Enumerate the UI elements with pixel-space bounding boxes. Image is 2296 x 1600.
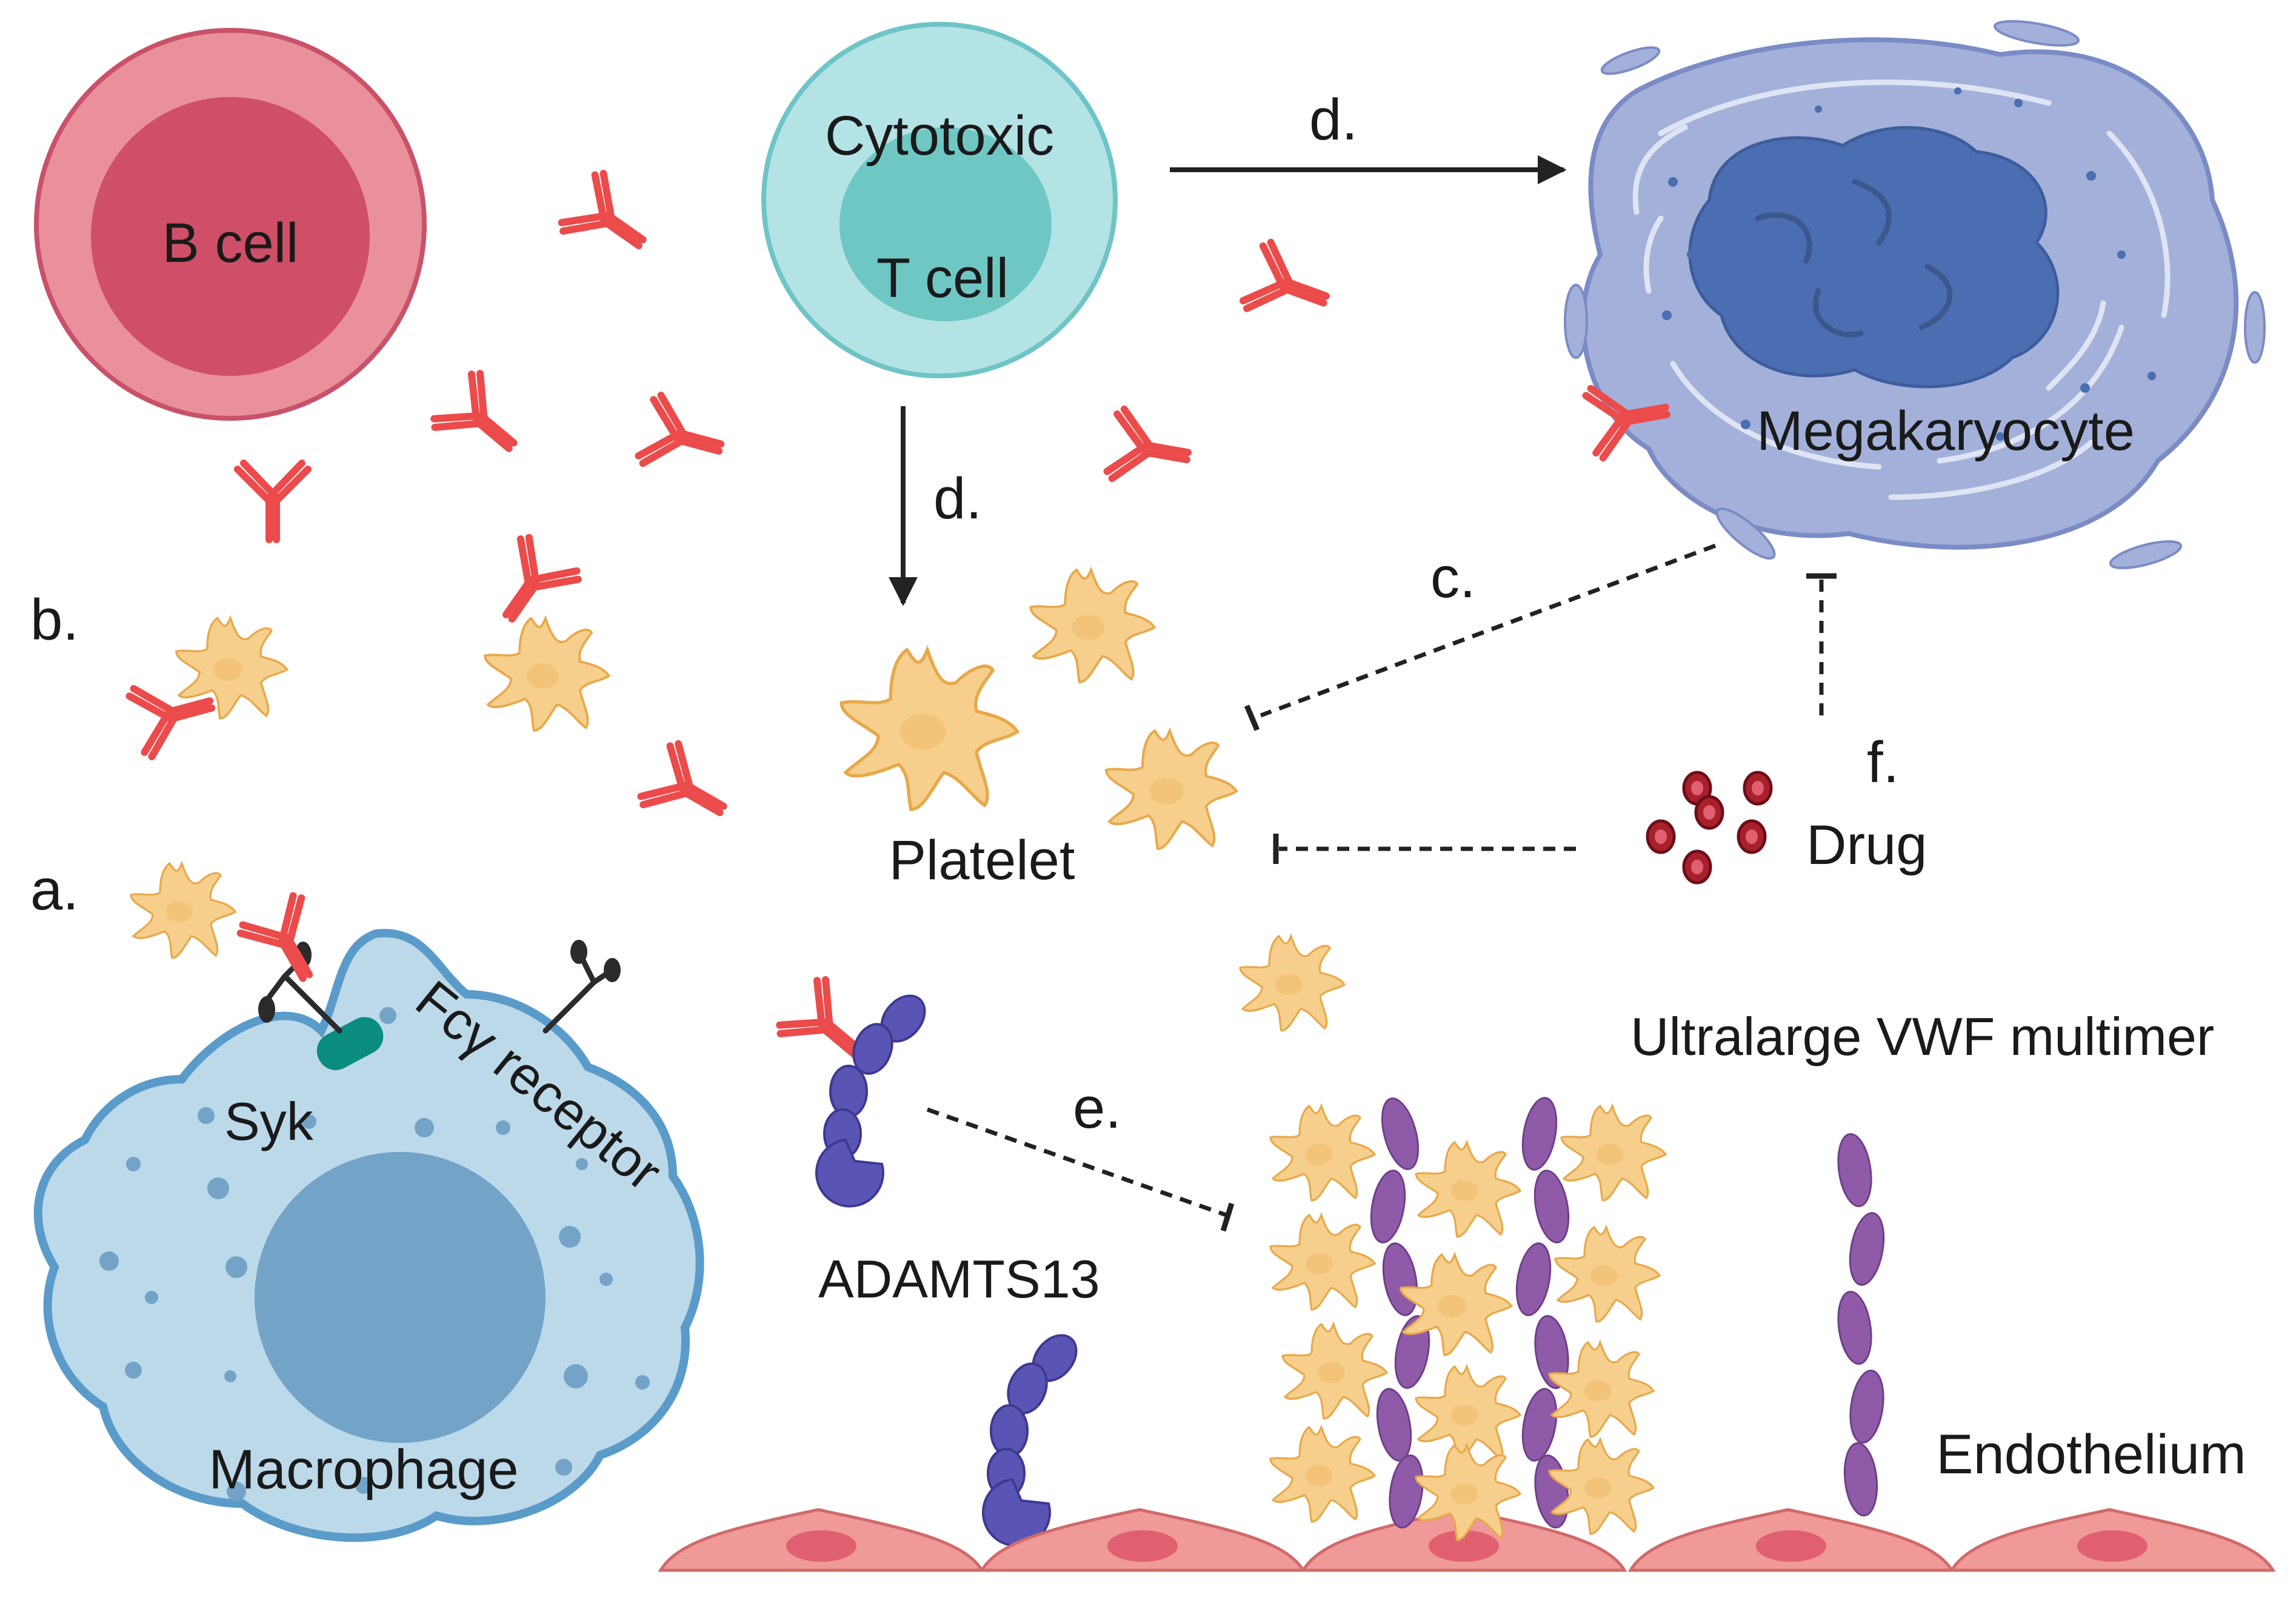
- macrophage-label: Macrophage: [209, 1439, 518, 1501]
- drug-label: Drug: [1806, 814, 1927, 876]
- macrophage: Syk Fcγ receptor Macrophage: [33, 929, 704, 1542]
- marker-a: a.: [30, 857, 79, 922]
- megakaryocyte: Megakaryocyte: [1564, 20, 2266, 569]
- syk-kinase: [316, 1017, 384, 1071]
- vwf-multimers: Ultralarge VWF multimer: [1365, 1006, 2214, 1531]
- b-cell-label: B cell: [162, 212, 299, 274]
- inhibit-adamts13-to-vwf: [926, 1107, 1238, 1221]
- megakaryocyte-label: Megakaryocyte: [1757, 400, 2135, 462]
- inhibit-bar-e: [1220, 1202, 1235, 1232]
- connectors: [889, 155, 1837, 1232]
- marker-e: e.: [1073, 1076, 1121, 1140]
- t-cell-label-line1: Cytotoxic: [825, 105, 1054, 167]
- vwf-label: Ultralarge VWF multimer: [1630, 1006, 2214, 1066]
- platelet-aggregates: [1269, 1105, 1667, 1541]
- t-cell-label-line2: T cell: [876, 247, 1009, 309]
- marker-b: b.: [30, 587, 79, 652]
- platelet-label: Platelet: [889, 829, 1075, 891]
- syk-label: Syk: [224, 1091, 314, 1151]
- endothelium-label: Endothelium: [1936, 1424, 2246, 1485]
- cytotoxic-t-cell: Cytotoxic T cell: [761, 22, 1118, 378]
- marker-c: c.: [1430, 545, 1476, 610]
- endothelium: Endothelium: [661, 1424, 2273, 1570]
- inhibit-bar-c: [1244, 705, 1260, 731]
- adamts13-label: ADAMTS13: [818, 1249, 1100, 1309]
- marker-d-mid: d.: [933, 466, 982, 531]
- b-cell: B cell: [34, 28, 427, 421]
- platelets: [130, 568, 1346, 1032]
- marker-d-top: d.: [1309, 87, 1358, 152]
- drug-molecules: Drug: [1646, 771, 1927, 885]
- adamts13-molecules: ADAMTS13: [815, 994, 1100, 1547]
- step-markers: a. b. c. d. d. e. f.: [30, 87, 1899, 1140]
- marker-f: f.: [1867, 730, 1899, 795]
- inhibit-megakaryocyte-to-platelet: [1260, 543, 1717, 718]
